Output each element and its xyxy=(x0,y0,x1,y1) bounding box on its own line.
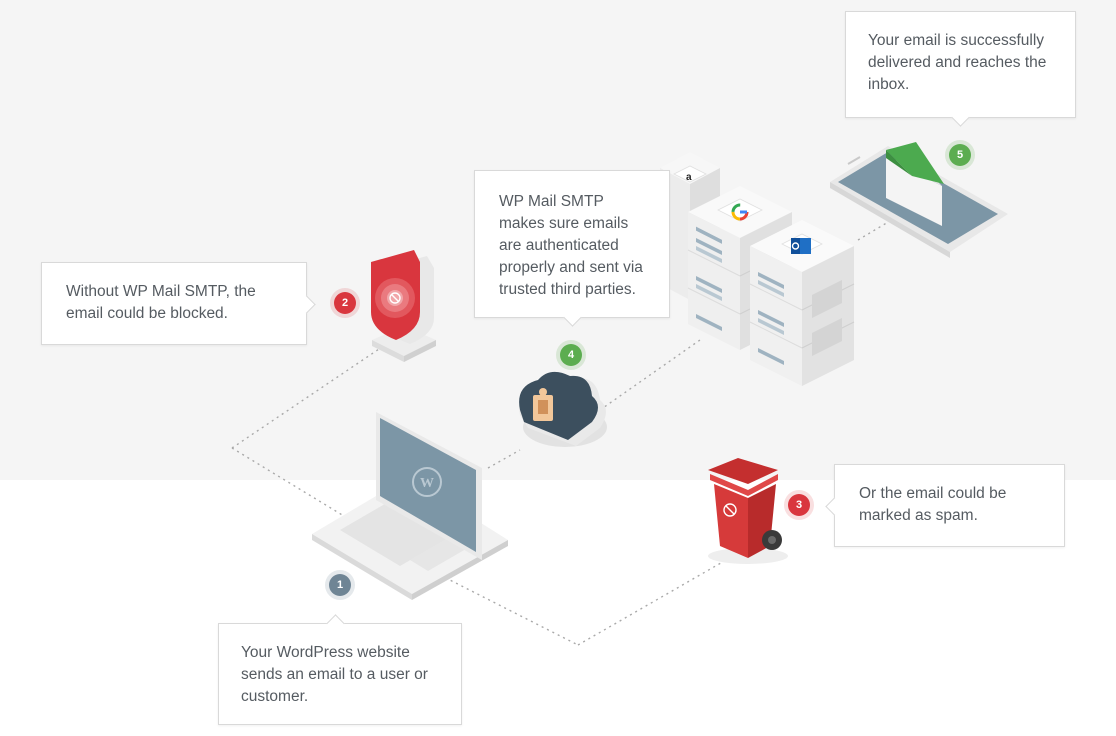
server-stack-icon: a xyxy=(660,152,855,386)
svg-text:a: a xyxy=(686,172,692,183)
step-5-text: Your email is successfully delivered and… xyxy=(868,32,1047,93)
step-3-badge: 3 xyxy=(788,494,810,516)
step-2-badge: 2 xyxy=(334,292,356,314)
trash-bin-icon xyxy=(708,458,788,564)
step-3-text: Or the email could be marked as spam. xyxy=(859,485,1007,524)
outlook-logo-icon xyxy=(781,233,823,255)
step-2-callout: Without WP Mail SMTP, the email could be… xyxy=(41,262,316,345)
google-logo-icon xyxy=(731,203,749,221)
step-4-callout: WP Mail SMTP makes sure emails are authe… xyxy=(474,170,670,327)
step-5-badge: 5 xyxy=(949,144,971,166)
step-1-text: Your WordPress website sends an email to… xyxy=(241,644,428,705)
step-2-text: Without WP Mail SMTP, the email could be… xyxy=(66,283,256,322)
step-1-badge: 1 xyxy=(329,574,351,596)
laptop-icon: W xyxy=(312,412,508,600)
connector-lines xyxy=(231,214,901,646)
phone-inbox-icon xyxy=(830,142,1008,258)
step-4-text: WP Mail SMTP makes sure emails are authe… xyxy=(499,193,643,298)
step-4-badge: 4 xyxy=(560,344,582,366)
step-3-callout: Or the email could be marked as spam. xyxy=(825,464,1065,547)
step-5-callout: Your email is successfully delivered and… xyxy=(845,11,1076,127)
step-1-callout: Your WordPress website sends an email to… xyxy=(218,614,462,725)
svg-text:W: W xyxy=(420,476,434,491)
envelope-icon xyxy=(886,142,944,226)
cloud-icon xyxy=(519,371,607,447)
shield-block-icon xyxy=(371,250,436,362)
